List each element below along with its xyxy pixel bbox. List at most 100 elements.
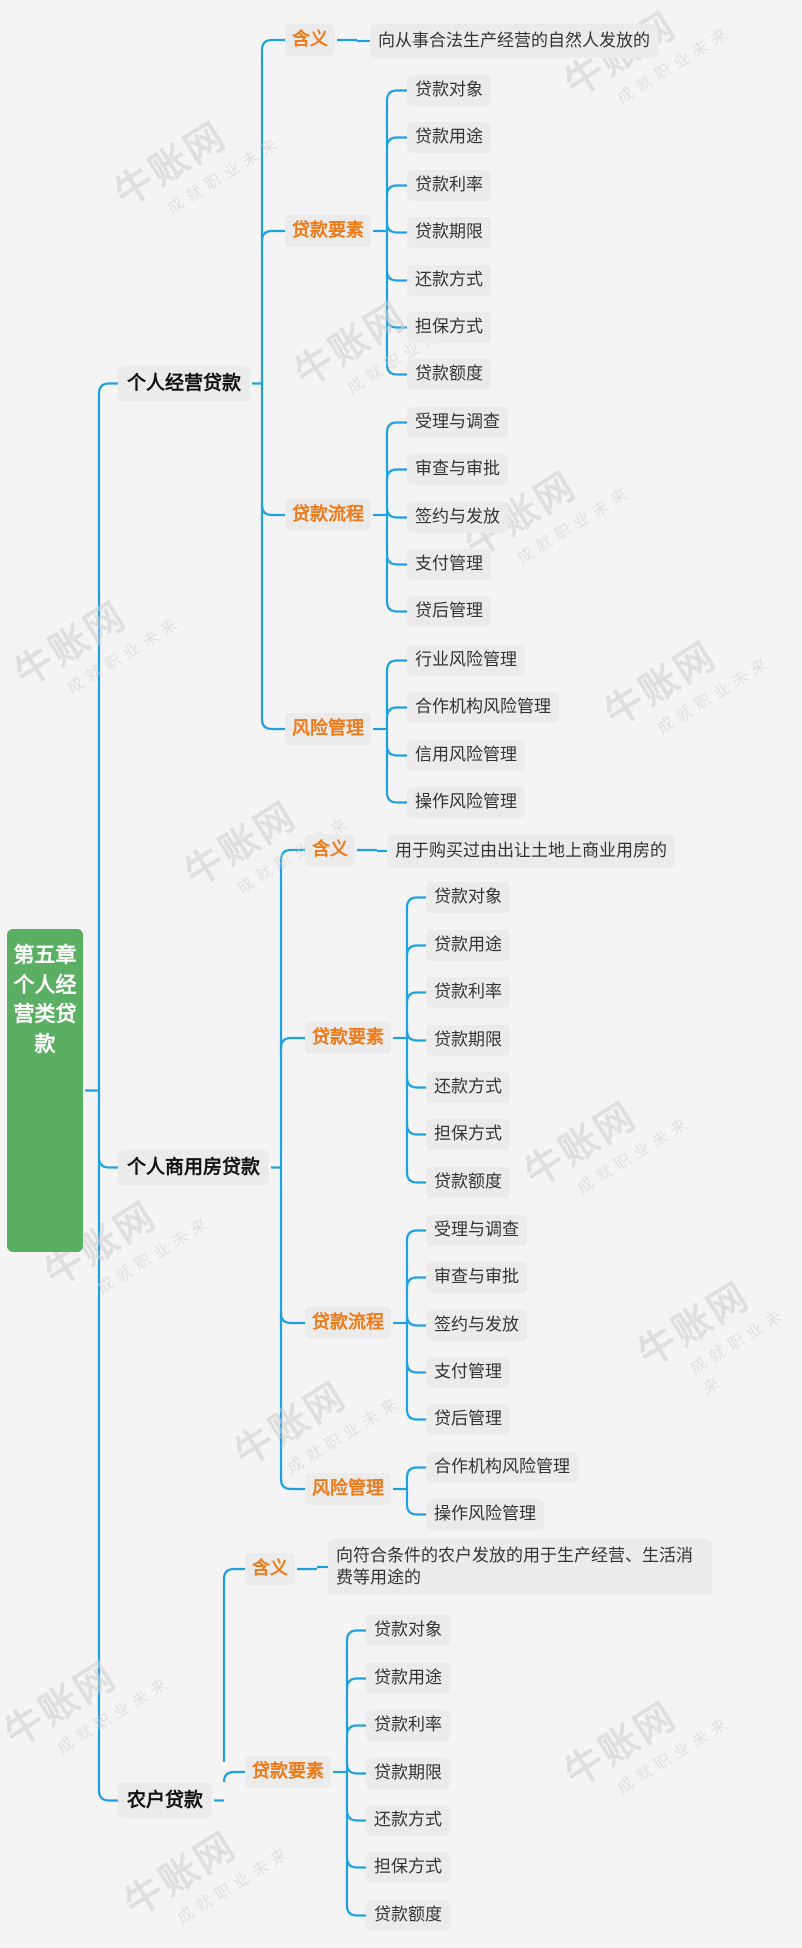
commercial-risk-item[interactable]: 操作风险管理 xyxy=(426,1499,544,1530)
business-risk-label[interactable]: 风险管理 xyxy=(285,713,371,745)
commercial-process-label[interactable]: 贷款流程 xyxy=(305,1307,391,1339)
commercial-meaning-text: 用于购买过由出让土地上商业用房的 xyxy=(387,834,675,868)
connector-line xyxy=(405,944,426,956)
business-process-item[interactable]: 审查与审批 xyxy=(407,454,508,485)
connector-line xyxy=(345,1905,366,1917)
connector-line xyxy=(385,507,407,519)
business-element-item[interactable]: 贷款额度 xyxy=(407,359,491,390)
business-element-item[interactable]: 担保方式 xyxy=(407,312,491,343)
connector-line xyxy=(405,1077,426,1089)
connector-line xyxy=(385,184,407,196)
connector-line xyxy=(260,38,285,51)
connector-line xyxy=(279,1478,305,1491)
connector-line xyxy=(385,792,407,804)
business-process-item[interactable]: 受理与调查 xyxy=(407,407,508,438)
connector-line xyxy=(260,229,285,242)
business-element-item[interactable]: 贷款用途 xyxy=(407,122,491,153)
business-element-item[interactable]: 还款方式 xyxy=(407,265,491,296)
commercial-process-item[interactable]: 支付管理 xyxy=(426,1357,510,1388)
connector-line xyxy=(405,991,426,1003)
farmer-element-item[interactable]: 担保方式 xyxy=(366,1852,450,1883)
connector-line xyxy=(279,1036,305,1049)
commercial-element-item[interactable]: 贷款额度 xyxy=(426,1167,510,1198)
business-elements-label[interactable]: 贷款要素 xyxy=(285,215,371,247)
connector-line xyxy=(385,270,407,282)
farmer-element-item[interactable]: 还款方式 xyxy=(366,1805,450,1836)
connector-line xyxy=(345,1677,366,1689)
connector-line xyxy=(405,896,426,908)
connector-line xyxy=(97,1790,118,1802)
commercial-risk-item[interactable]: 合作机构风险管理 xyxy=(426,1452,578,1483)
farmer-element-item[interactable]: 贷款用途 xyxy=(366,1663,450,1694)
connector-line xyxy=(405,1276,426,1288)
commercial-element-item[interactable]: 贷款用途 xyxy=(426,930,510,961)
connector-line xyxy=(405,1124,426,1136)
connector-line xyxy=(345,1629,366,1641)
branch-commercial-property-loan[interactable]: 个人商用房贷款 xyxy=(118,1150,270,1185)
commercial-element-item[interactable]: 贷款对象 xyxy=(426,882,510,913)
connector-line xyxy=(345,1724,366,1736)
connector-line xyxy=(222,1567,245,1580)
business-risk-item[interactable]: 信用风险管理 xyxy=(407,740,525,771)
connector-line xyxy=(385,364,407,376)
connector-line xyxy=(405,1362,426,1374)
connector-line xyxy=(405,1172,426,1184)
connector-line xyxy=(222,1770,245,1783)
business-meaning-label[interactable]: 含义 xyxy=(285,24,335,56)
business-risk-item[interactable]: 操作风险管理 xyxy=(407,787,525,818)
business-process-item[interactable]: 支付管理 xyxy=(407,549,491,580)
connector-line xyxy=(385,136,407,148)
commercial-process-item[interactable]: 受理与调查 xyxy=(426,1215,527,1246)
root-node[interactable]: 第五章个人经营类贷款 xyxy=(7,929,83,1252)
farmer-element-item[interactable]: 贷款利率 xyxy=(366,1710,450,1741)
commercial-process-item[interactable]: 贷后管理 xyxy=(426,1404,510,1435)
branch-business-loan[interactable]: 个人经营贷款 xyxy=(118,366,251,401)
business-element-item[interactable]: 贷款期限 xyxy=(407,217,491,248)
business-element-item[interactable]: 贷款利率 xyxy=(407,170,491,201)
connector-line xyxy=(405,1466,426,1478)
connector-line xyxy=(279,1312,305,1325)
connector-line xyxy=(97,382,118,394)
farmer-meaning-text: 向符合条件的农户发放的用于生产经营、生活消费等用途的 xyxy=(328,1539,712,1595)
connector-line xyxy=(405,1504,426,1516)
commercial-meaning-label[interactable]: 含义 xyxy=(305,834,355,866)
commercial-risk-label[interactable]: 风险管理 xyxy=(305,1473,391,1505)
commercial-element-item[interactable]: 贷款利率 xyxy=(426,977,510,1008)
connector-line xyxy=(260,718,285,731)
connector-line xyxy=(345,1810,366,1822)
commercial-process-item[interactable]: 审查与审批 xyxy=(426,1262,527,1293)
connector-line xyxy=(385,317,407,329)
connector-line xyxy=(405,1030,426,1042)
farmer-element-item[interactable]: 贷款额度 xyxy=(366,1900,450,1931)
farmer-element-item[interactable]: 贷款期限 xyxy=(366,1758,450,1789)
commercial-element-item[interactable]: 贷款期限 xyxy=(426,1025,510,1056)
connector-line xyxy=(385,601,407,613)
commercial-elements-label[interactable]: 贷款要素 xyxy=(305,1022,391,1054)
connector-line xyxy=(385,554,407,566)
business-meaning-text: 向从事合法生产经营的自然人发放的 xyxy=(370,24,658,58)
commercial-element-item[interactable]: 还款方式 xyxy=(426,1072,510,1103)
business-risk-item[interactable]: 合作机构风险管理 xyxy=(407,692,559,723)
connector-line xyxy=(405,1229,426,1241)
business-process-item[interactable]: 签约与发放 xyxy=(407,502,508,533)
business-risk-item[interactable]: 行业风险管理 xyxy=(407,645,525,676)
branch-farmer-loan[interactable]: 农户贷款 xyxy=(118,1783,213,1818)
commercial-element-item[interactable]: 担保方式 xyxy=(426,1119,510,1150)
connector-line xyxy=(385,706,407,718)
farmer-element-item[interactable]: 贷款对象 xyxy=(366,1615,450,1646)
business-process-label[interactable]: 贷款流程 xyxy=(285,499,371,531)
farmer-meaning-label[interactable]: 含义 xyxy=(245,1553,295,1585)
commercial-process-item[interactable]: 签约与发放 xyxy=(426,1310,527,1341)
connector-line xyxy=(385,468,407,480)
connector-line xyxy=(385,89,407,101)
connector-line xyxy=(345,1857,366,1869)
connector-line xyxy=(405,1315,426,1327)
connector-line xyxy=(279,848,305,861)
business-process-item[interactable]: 贷后管理 xyxy=(407,596,491,627)
connector-line xyxy=(345,1763,366,1775)
connector-line xyxy=(97,1157,118,1169)
business-element-item[interactable]: 贷款对象 xyxy=(407,75,491,106)
connector-line xyxy=(385,745,407,757)
farmer-elements-label[interactable]: 贷款要素 xyxy=(245,1756,331,1788)
